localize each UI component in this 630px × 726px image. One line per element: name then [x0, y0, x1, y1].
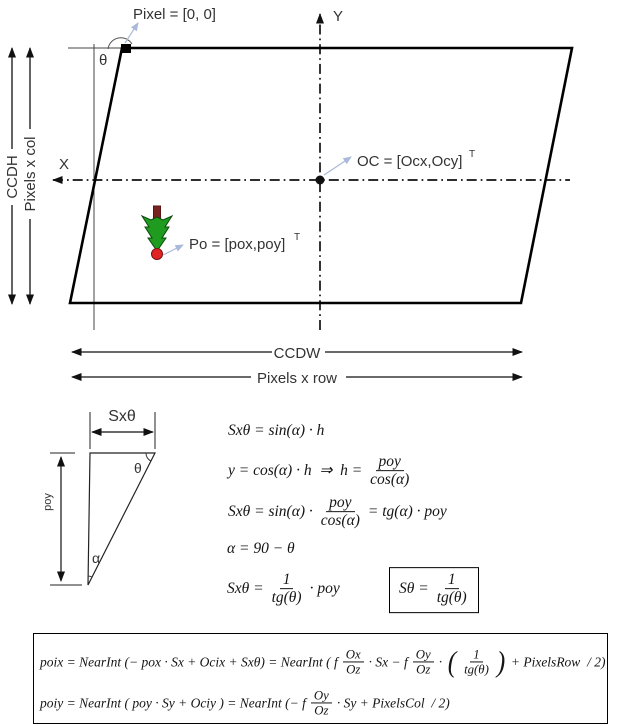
optical-center-dot [315, 175, 325, 185]
skew-angle-arc [107, 37, 133, 50]
fraction: 1 tg(θ) [270, 571, 304, 607]
object-point-dot [151, 248, 163, 260]
optical-center-label-sup: T [469, 149, 475, 160]
triangle-theta-arc [145, 452, 152, 462]
ccd-sensor-parallelogram [68, 46, 574, 305]
formula-text: Sθ = [399, 580, 429, 597]
y-axis-label: Y [333, 8, 343, 25]
x-axis-label: X [59, 156, 69, 173]
formula-text: · poy [309, 580, 340, 597]
sx-theta-label: Sxθ [108, 408, 136, 425]
formula-text: · [438, 654, 443, 669]
big-paren-close: ) [496, 645, 506, 679]
fraction-denominator: Oz [346, 662, 361, 677]
fraction: Ox Oz [342, 647, 364, 677]
formula-text: poix = NearInt (− pox · Sx + Ocix + Sxθ)… [40, 654, 338, 669]
origin-pixel-square [121, 44, 131, 53]
formula-text: Sxθ = sin(α) · [228, 503, 313, 520]
fraction: 1 tg(θ) [462, 647, 491, 676]
fraction-denominator: cos(α) [370, 471, 410, 489]
formula-text: + PixelsRow / 2) [510, 654, 606, 669]
big-paren-open: ( [447, 645, 457, 679]
formula-text: = tg(α) · poy [367, 503, 447, 520]
tree-icon [140, 214, 174, 252]
triangle-theta-label: θ [134, 460, 142, 476]
fraction-denominator: Oz [416, 662, 431, 677]
formula-text: Sxθ = [227, 580, 264, 597]
fraction-denominator: tg(θ) [464, 662, 489, 677]
fraction-numerator: Ox [342, 647, 364, 663]
formula-alpha-theta: α = 90 − θ [227, 540, 295, 558]
fraction-numerator: 1 [279, 571, 294, 590]
triangle-alpha-arc [87, 575, 93, 578]
fraction-numerator: 1 [470, 647, 483, 663]
ccdh-label: CCDH [4, 155, 21, 198]
optical-center-label: OC = [Ocx,Ocy] [357, 153, 462, 170]
pixels-col-label: Pixels x col [22, 136, 39, 211]
skew-triangle [87, 452, 156, 586]
fraction-denominator: cos(α) [320, 512, 360, 530]
fraction: 1 tg(θ) [435, 571, 469, 607]
formula-sx-theta-sin: Sxθ = sin(α) · h [228, 422, 324, 440]
triangle-poy-label: poy [42, 493, 54, 511]
formula-text: poiy = NearInt ( poy · Sy + Ociy ) = Nea… [40, 695, 306, 710]
formula-text: · Sx − f [368, 654, 408, 669]
object-point-label-sup: T [294, 232, 300, 243]
projection-equations-box [33, 633, 608, 724]
formula-poix: poix = NearInt (− pox · Sx + Ocix + Sxθ)… [40, 647, 605, 676]
ccdw-label: CCDW [274, 345, 321, 362]
pixel-callout-arrow [124, 22, 139, 44]
fraction-numerator: Oy [412, 647, 434, 663]
formula-text: α = 90 − θ [227, 540, 295, 557]
pixel-origin-label: Pixel = [0, 0] [133, 6, 216, 23]
formula-sx-theta-final: Sxθ = 1 tg(θ) · poy [227, 571, 340, 607]
fraction-denominator: tg(θ) [271, 589, 302, 607]
object-point-label: Po = [pox,poy] [189, 236, 285, 253]
formula-s-theta-boxed: Sθ = 1 tg(θ) [389, 567, 479, 613]
fraction-numerator: Oy [310, 688, 332, 704]
formula-h-derivation: y = cos(α) · h ⇒ h = poy cos(α) [228, 453, 411, 489]
fraction-numerator: poy [375, 453, 404, 472]
fraction-numerator: poy [326, 494, 355, 513]
po-callout-arrow [162, 244, 184, 256]
fraction: poy cos(α) [368, 453, 411, 489]
skew-theta-label: θ [99, 52, 107, 69]
fraction: Oy Oz [412, 647, 434, 677]
formula-text: Sxθ = sin(α) · h [228, 422, 325, 439]
fraction-denominator: Oz [314, 703, 329, 718]
oc-callout-arrow [323, 156, 352, 176]
formula-poiy: poiy = NearInt ( poy · Sy + Ociy ) = Nea… [40, 688, 450, 717]
fraction: poy cos(α) [319, 494, 362, 530]
fraction-denominator: tg(θ) [436, 589, 467, 607]
pixels-row-label: Pixels x row [257, 370, 337, 387]
fraction: Oy Oz [310, 688, 332, 718]
triangle-alpha-label: α [92, 550, 100, 566]
formula-sx-theta-tg: Sxθ = sin(α) · poy cos(α) = tg(α) · poy [228, 494, 447, 530]
fraction-numerator: 1 [444, 571, 459, 590]
formula-text: y = cos(α) · h ⇒ h = [228, 462, 363, 480]
formula-text: · Sy + PixelsCol / 2) [336, 695, 450, 710]
